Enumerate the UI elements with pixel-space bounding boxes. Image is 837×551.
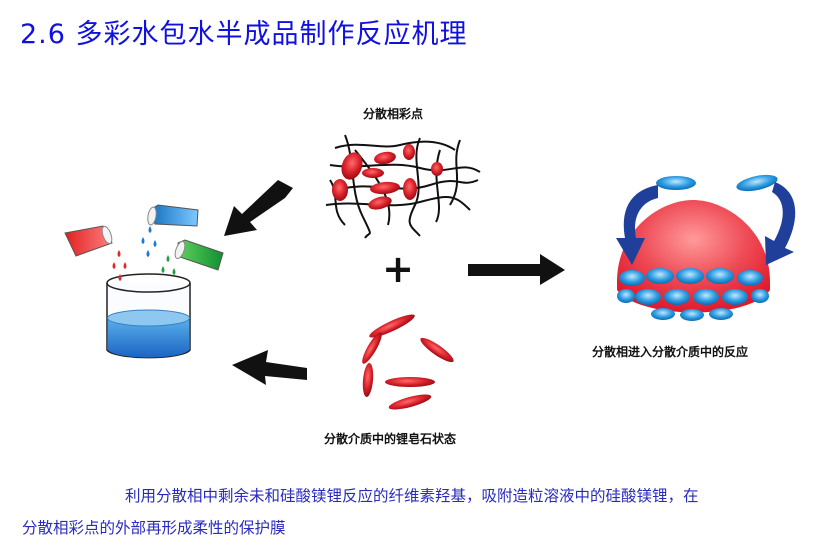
blue-particle (736, 174, 778, 192)
red-particle (420, 337, 454, 363)
red-particle (362, 332, 382, 364)
red-particle (403, 178, 417, 200)
label-dispersed-dots: 分散相彩点 (363, 107, 424, 121)
red-particle (362, 168, 384, 178)
curved-arrow-right (765, 182, 796, 265)
caption-line-2: 分散相彩点的外部再形成柔性的保护膜 (22, 519, 286, 537)
blue-particle (722, 289, 748, 305)
fiber-network (325, 134, 481, 239)
page-title: 2.6 多彩水包水半成品制作反应机理 (20, 19, 468, 50)
red-particle (362, 363, 374, 397)
arrow-to-beaker-top (224, 180, 293, 236)
blue-particles-coat (617, 174, 778, 321)
blue-particle (651, 308, 675, 320)
curved-arrow-left (616, 185, 658, 265)
blue-particle (617, 289, 635, 303)
blue-particle (635, 289, 661, 305)
arrow-to-right (468, 254, 565, 285)
color-drops (112, 226, 176, 281)
blue-particle (656, 176, 696, 190)
dispersed-droplet (617, 200, 770, 313)
caption: 利用分散相中剩余未和硅酸镁锂反应的纤维素羟基，吸附造粒溶液中的硅酸镁锂，在 分散… (22, 480, 822, 544)
blue-particle (680, 309, 704, 321)
test-tube-green (174, 239, 224, 271)
beaker-icon (106, 273, 191, 359)
red-particle (374, 151, 396, 165)
arrow-to-beaker-bottom (232, 350, 307, 385)
blue-particle (619, 270, 645, 286)
label-dispersed-into-medium: 分散相进入分散介质中的反应 (592, 345, 749, 359)
blue-particle (706, 268, 734, 284)
red-particle (369, 314, 415, 338)
red-particle (332, 179, 348, 201)
red-particle (388, 394, 432, 410)
blue-particle (693, 289, 719, 305)
blue-particle (709, 308, 733, 320)
label-lithium-soap-state: 分散介质中的锂皂石状态 (324, 432, 457, 446)
test-tube-blue (147, 204, 199, 227)
blue-particle (646, 268, 674, 284)
red-particle (385, 377, 435, 387)
caption-line-1: 利用分散相中剩余未和硅酸镁锂反应的纤维素羟基，吸附造粒溶液中的硅酸镁锂，在 (125, 487, 699, 505)
test-tube-red (64, 225, 113, 257)
red-particle (403, 144, 415, 160)
red-dot-particles (332, 144, 443, 210)
lithium-soap-particles (362, 314, 454, 410)
blue-particle (664, 289, 690, 305)
red-particle (341, 152, 363, 180)
red-particle (370, 181, 400, 195)
red-particle (368, 196, 392, 210)
red-particle (431, 162, 443, 176)
blue-particle (751, 289, 769, 303)
plus-sign: + (382, 247, 414, 291)
blue-particle (737, 270, 763, 286)
blue-particle (676, 268, 704, 284)
